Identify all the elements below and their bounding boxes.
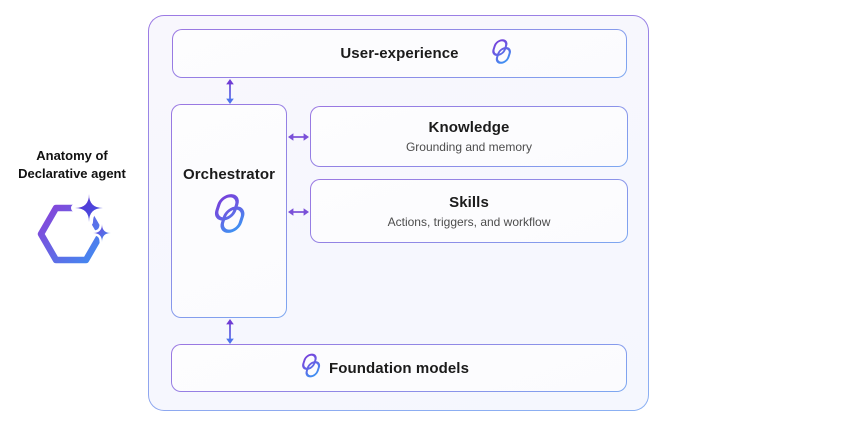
arrow-orchestrator-knowledge [288,130,309,142]
arrow-ux-orchestrator [224,79,236,104]
sparkle-small-icon [93,224,111,242]
user-experience-title: User-experience [340,45,459,62]
diagram-caption: Anatomy of Declarative agent [8,147,136,183]
skills-subtitle: Actions, triggers, and workflow [387,214,551,229]
knowledge-box: Knowledge Grounding and memory [310,106,628,167]
orchestrator-box: Orchestrator [171,104,287,318]
skills-title: Skills [449,193,489,211]
knowledge-subtitle: Grounding and memory [405,140,533,154]
orchestrator-title: Orchestrator [182,166,276,183]
knowledge-title: Knowledge [428,119,510,136]
copilot-icon [488,38,515,69]
foundation-models-box: Foundation models [171,344,627,392]
skills-box: Skills Actions, triggers, and workflow [310,179,628,243]
copilot-icon [298,353,324,383]
caption-line-2: Declarative agent [18,166,126,181]
sparkle-large-icon [75,194,103,222]
foundation-models-title: Foundation models [328,359,470,377]
arrow-orchestrator-skills [288,205,309,217]
caption-line-1: Anatomy of [36,148,108,163]
user-experience-box: User-experience [172,29,627,78]
copilot-icon [208,193,251,239]
arrow-orchestrator-foundation [224,319,236,344]
declarative-agent-icon [37,190,114,266]
